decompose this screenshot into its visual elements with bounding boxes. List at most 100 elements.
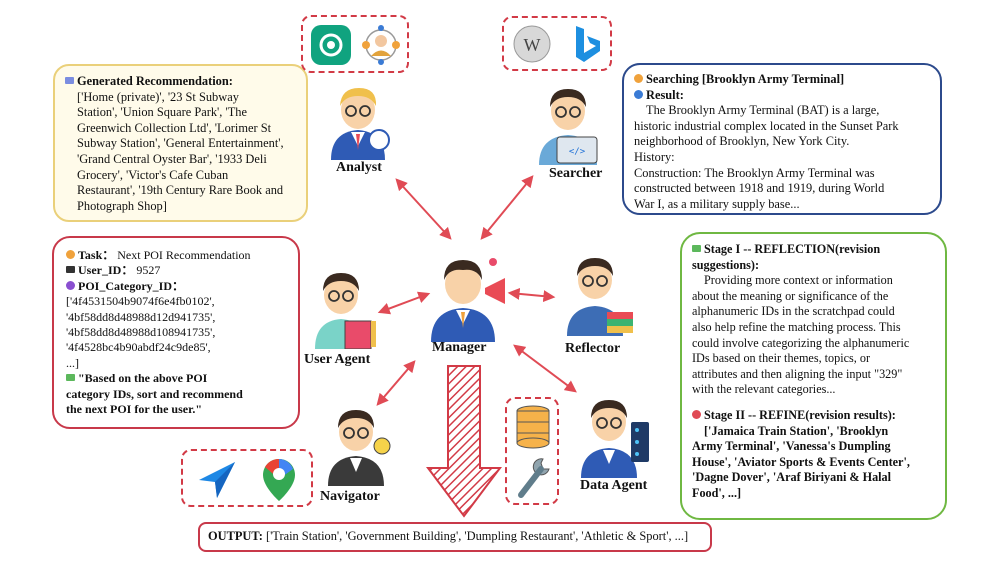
navigator-avatar-icon: [328, 410, 391, 486]
error-x-icon: [692, 409, 701, 419]
arrow-analyst-manager: [395, 178, 452, 240]
map-navigation-icon: [195, 458, 239, 502]
stage2-line: Army Terminal', 'Vanessa's Dumpling: [692, 439, 891, 454]
user-id-label: User_ID：: [78, 263, 134, 278]
stage1-line: about the meaning or significance of the: [692, 288, 889, 303]
user-agent-label: User Agent: [304, 352, 371, 367]
magnifier-icon: [634, 89, 643, 99]
result-label: Result:: [646, 87, 684, 102]
stage2-title: Stage II -- REFINE(revision results):: [704, 407, 896, 422]
user-agent: [307, 265, 379, 350]
data-agent-avatar-icon: [581, 400, 649, 478]
svg-text:W: W: [524, 35, 541, 55]
searching-query: [Brooklyn Army Terminal]: [701, 72, 845, 86]
poi-line: ...]: [66, 355, 79, 370]
output-value: ['Train Station', 'Government Building',…: [265, 529, 689, 543]
searcher-line: neighborhood of Brooklyn, New York City.: [634, 134, 850, 149]
data-tools: [505, 397, 559, 505]
data-agent: [577, 392, 651, 478]
network-user-icon: [359, 23, 403, 67]
svg-text:</>: </>: [569, 147, 586, 157]
searcher-result-box: Searching [Brooklyn Army Terminal] Resul…: [622, 63, 942, 215]
analyst-line: Greenwich Collection Ltd', 'Lorimer St: [77, 120, 272, 135]
document-icon: [65, 77, 74, 84]
database-icon: [513, 405, 553, 449]
searcher-avatar-icon: </>: [539, 89, 598, 165]
analyst-line: Grocery', 'Victor's Cafe Cuban: [77, 167, 229, 182]
searcher-line: History:: [634, 149, 675, 164]
analyst-line: Station', 'Union Square Park', 'The: [77, 105, 247, 120]
analyst-tools: [301, 15, 409, 73]
analyst-line: Subway Station', 'General Entertainment'…: [77, 136, 284, 151]
task-label: Task：: [78, 248, 115, 262]
navigator-tools: [181, 449, 313, 507]
poi-line: ['4f4531504b9074f6e4fb0102',: [66, 294, 215, 309]
navigator-label: Navigator: [320, 489, 380, 504]
navigator-agent: [322, 402, 394, 486]
stage1-line: could involve categorizing the alphanume…: [692, 335, 910, 350]
prompt-line: category IDs, sort and recommend: [66, 386, 243, 401]
searching-label: Searching: [646, 72, 699, 86]
stage1-line: with the relevant categories...: [692, 382, 836, 397]
searcher-line: The Brooklyn Army Terminal (BAT) is a la…: [646, 103, 880, 118]
searcher-line: Construction: The Brooklyn Army Terminal…: [634, 165, 875, 180]
bing-icon: [566, 23, 606, 65]
arrow-reflector-manager: [507, 287, 556, 303]
searcher-line: historic industrial complex located in t…: [634, 118, 899, 133]
stage2-line: Food', ...]: [692, 485, 742, 500]
wrench-icon: [515, 455, 553, 501]
analyst-line: 'Grand Central Oyster Bar', '1933 Deli: [77, 151, 267, 166]
manager-avatar-icon: [431, 258, 505, 342]
stage2-line: 'Dagne Dover', 'Araf Biriyani & Halal: [692, 470, 892, 485]
searcher-agent: </>: [533, 79, 603, 165]
user-id-value: 9527: [136, 263, 161, 278]
stage1-line: IDs based on their themes, topics, or: [692, 351, 871, 366]
searcher-label: Searcher: [549, 166, 603, 181]
stage1-title: Stage I -- REFLECTION(revision: [704, 242, 881, 256]
analyst-line: Restaurant', '19th Century Rare Book and: [77, 183, 284, 198]
user-agent-avatar-icon: [315, 273, 376, 350]
task-value: Next POI Recommendation: [117, 248, 251, 262]
id-card-icon: [66, 266, 75, 274]
wikipedia-icon: W: [512, 24, 552, 64]
output-box: OUTPUT: ['Train Station', 'Government Bu…: [198, 522, 712, 552]
google-maps-pin-icon: [259, 457, 299, 503]
stage2-line: House', 'Aviator Sports & Events Center'…: [692, 454, 910, 469]
manager-agent: [423, 248, 513, 342]
poi-line: '4f4528bc4b90abdf24c9de85',: [66, 340, 211, 355]
poi-label: POI_Category_ID：: [78, 278, 184, 293]
output-down-arrow: [426, 365, 502, 518]
output-label: OUTPUT:: [208, 529, 263, 543]
arrow-user-manager: [377, 291, 431, 315]
user-task-box: Task： Next POI Recommendation User_ID： 9…: [52, 236, 300, 429]
analyst-box-title: Generated Recommendation:: [77, 74, 233, 88]
data-agent-label: Data Agent: [580, 478, 648, 493]
poi-line: '4bf58dd8d48988d12d941735',: [66, 309, 216, 324]
prompt-line: the next POI for the user.": [66, 402, 202, 417]
chat-icon: [692, 245, 701, 252]
search-status-icon: [634, 74, 643, 83]
chat-icon: [66, 374, 75, 382]
analyst-label: Analyst: [336, 160, 382, 175]
arrow-searcher-manager: [480, 175, 534, 240]
manager-label: Manager: [432, 340, 487, 355]
reflector-stages-box: Stage I -- REFLECTION(revision suggestio…: [680, 232, 947, 520]
poi-line: '4bf58dd8d48988d108941735',: [66, 325, 216, 340]
info-icon: [66, 280, 75, 290]
analyst-recommendation-box: Generated Recommendation: ['Home (privat…: [53, 64, 308, 222]
stage2-line: ['Jamaica Train Station', 'Brooklyn: [704, 423, 889, 438]
reflector-avatar-icon: [567, 258, 633, 336]
searcher-line: constructed between 1918 and 1919, durin…: [634, 181, 885, 196]
searcher-line: War I, as a military supply base...: [634, 196, 800, 211]
analyst-line: Photograph Shop]: [77, 198, 167, 213]
analyst-line: ['Home (private)', '23 St Subway: [77, 89, 239, 104]
stage1-line: Providing more context or information: [704, 273, 893, 288]
prompt-line: "Based on the above POI: [78, 371, 208, 386]
chatgpt-icon: [311, 25, 351, 65]
stage1-line: attributes and then aligning the input "…: [692, 366, 903, 381]
arrow-navigator-manager: [376, 360, 416, 406]
arrow-data-manager: [513, 344, 577, 393]
searcher-tools: W: [502, 16, 612, 71]
stage1-title-cont: suggestions):: [692, 257, 760, 272]
